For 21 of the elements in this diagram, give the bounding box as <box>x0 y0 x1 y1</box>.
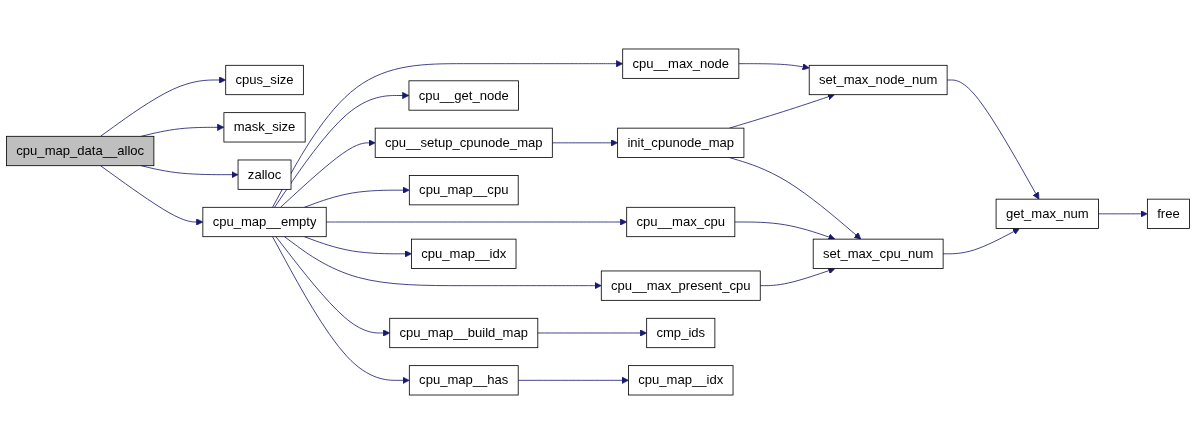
node-box: cpu_map__build_map <box>389 317 539 349</box>
node-box: cpu__get_node <box>408 80 519 111</box>
node-box: cpu__max_node <box>622 48 740 79</box>
node-box: set_max_node_num <box>808 64 948 96</box>
node-box: cpu_map__idx <box>628 365 734 396</box>
node-box: cmp_ids <box>646 317 716 349</box>
node-box: cpu__setup_cpunode_map <box>374 127 553 158</box>
node-box: init_cpunode_map <box>617 127 745 158</box>
node-box: cpus_size <box>225 64 304 96</box>
node-box: cpu_map__cpu <box>408 175 519 206</box>
node-box: get_max_num <box>995 198 1099 229</box>
node-box: mask_size <box>223 112 306 143</box>
node-box: set_max_cpu_num <box>812 238 944 269</box>
node-box: zalloc <box>237 159 292 190</box>
node-box: cpu_map__idx <box>411 238 517 269</box>
node-box: cpu_map__has <box>408 365 519 396</box>
node-box: cpu__max_cpu <box>626 206 736 238</box>
node-box: cpu__max_present_cpu <box>600 270 761 301</box>
node-box: cpu_map__empty <box>202 206 327 238</box>
node-box: cpu_map_data__alloc <box>6 135 155 167</box>
node-box: free <box>1146 198 1190 229</box>
